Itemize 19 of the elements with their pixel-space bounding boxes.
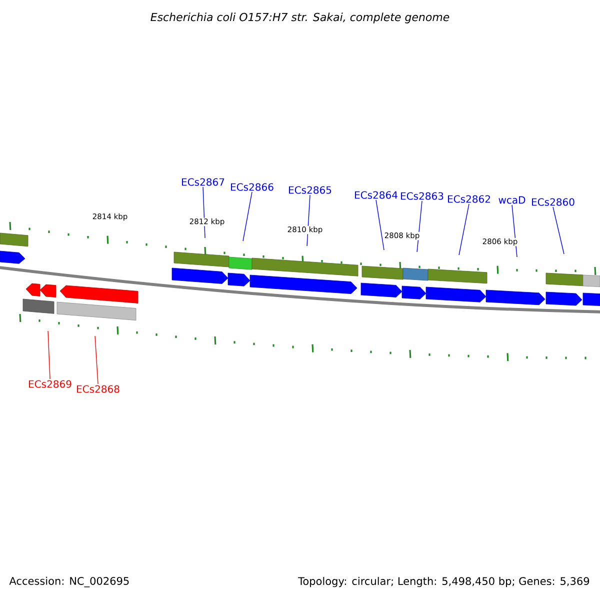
gene-label: ECs2869 xyxy=(29,380,72,388)
leader-line xyxy=(94,336,98,384)
gene-label: ECs2868 xyxy=(77,385,120,393)
gene-label: ECs2866 xyxy=(231,183,274,191)
footer-text: Accession: NC_002695 xyxy=(9,576,129,588)
gene-label: ECs2867 xyxy=(182,178,224,186)
footer-text: Topology: circular; Length: 5,498,450 bp; Genes: 5,369 xyxy=(298,576,590,588)
gene-label: ECs2865 xyxy=(289,186,332,194)
gene-label: ECs2864 xyxy=(355,191,398,199)
leader-line xyxy=(242,192,252,242)
gene-label: ECs2860 xyxy=(532,198,574,206)
gene-label: ECs2863 xyxy=(401,192,444,200)
gene-label: ECs2862 xyxy=(448,195,490,203)
title: Escherichia coli O157:H7 str. Sakai, complete genome xyxy=(150,12,450,24)
leader-line xyxy=(458,204,470,256)
gene-label: wcaD xyxy=(498,196,526,204)
leader-line xyxy=(48,330,50,380)
leader-line xyxy=(376,200,384,250)
leader-line xyxy=(552,206,564,254)
